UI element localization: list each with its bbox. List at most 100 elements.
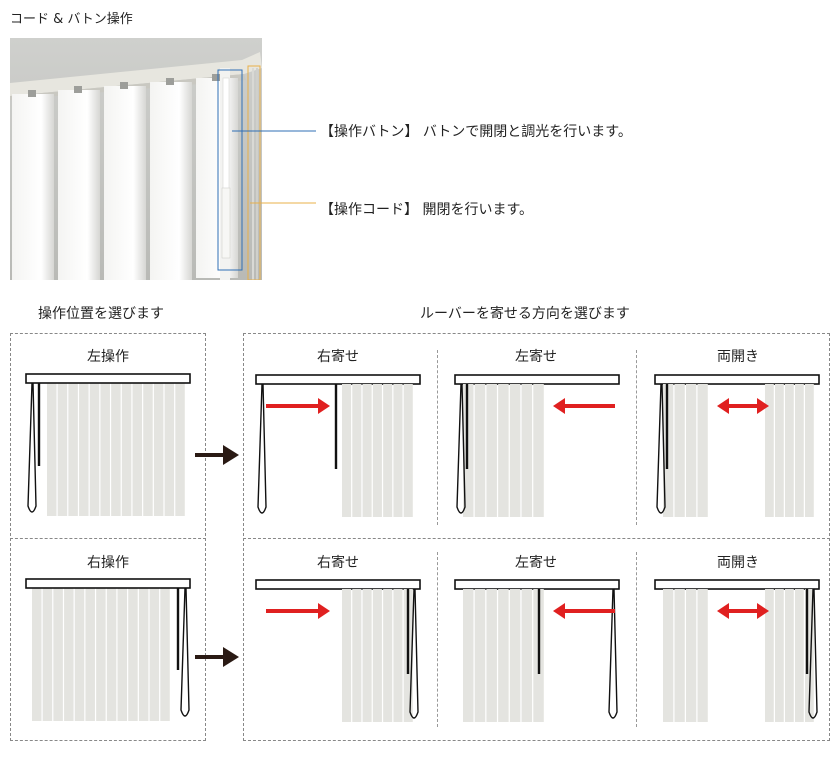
louver xyxy=(486,384,497,517)
callout-leaders xyxy=(232,130,316,204)
column-divider xyxy=(636,552,637,727)
louver xyxy=(149,588,160,721)
louver xyxy=(674,384,685,517)
louver xyxy=(53,588,63,721)
louver xyxy=(128,588,138,721)
position-panel xyxy=(10,333,206,741)
position-title-right: 右操作 xyxy=(87,555,129,571)
movement-arrowhead xyxy=(717,398,729,414)
cord-callout: 【操作コード】 開閉を行います。 xyxy=(320,202,534,218)
product-photo xyxy=(10,38,262,280)
movement-arrowhead xyxy=(553,603,565,619)
operation-cord xyxy=(656,383,666,514)
head-rail xyxy=(25,578,191,589)
photo-louver-hanger xyxy=(120,82,128,89)
louver xyxy=(498,589,509,722)
head-rail xyxy=(654,374,820,385)
position-title-left: 左操作 xyxy=(87,349,129,365)
direction-diagram xyxy=(454,374,620,517)
louver xyxy=(143,383,153,516)
louver xyxy=(64,588,74,721)
head-rail xyxy=(25,373,191,384)
louver xyxy=(138,588,149,721)
operation-cord xyxy=(608,588,618,719)
louver xyxy=(775,589,784,722)
head-rail xyxy=(255,579,421,590)
operation-cord xyxy=(456,383,466,514)
louver xyxy=(164,383,175,516)
operation-cord xyxy=(808,588,818,719)
head-rail xyxy=(255,374,421,385)
movement-arrowhead xyxy=(757,603,769,619)
louver xyxy=(785,589,794,722)
movement-arrowhead xyxy=(553,398,565,414)
louver xyxy=(79,383,89,516)
page-title: コード & バトン操作 xyxy=(10,12,133,27)
photo-louver xyxy=(150,82,192,280)
movement-arrowhead xyxy=(757,398,769,414)
louver xyxy=(765,384,774,517)
position-divider xyxy=(10,538,206,539)
direction-diagram xyxy=(255,374,421,517)
photo-louver-hanger xyxy=(28,90,36,97)
louver xyxy=(342,589,352,722)
head-rail xyxy=(454,579,620,590)
louver xyxy=(32,588,42,721)
louver xyxy=(795,384,804,517)
direction-title: 左寄せ xyxy=(515,555,557,571)
louver xyxy=(486,589,497,722)
louver xyxy=(111,383,121,516)
louver xyxy=(132,383,143,516)
operation-cord xyxy=(180,587,190,717)
louver xyxy=(47,383,57,516)
louver xyxy=(521,589,533,722)
louver xyxy=(352,384,362,517)
operation-cord xyxy=(27,382,37,513)
louver xyxy=(383,384,393,517)
movement-arrowhead xyxy=(318,398,330,414)
louver xyxy=(509,384,521,517)
louver xyxy=(509,589,521,722)
louver xyxy=(68,383,78,516)
louver xyxy=(362,384,372,517)
louver xyxy=(674,589,685,722)
louver xyxy=(463,384,474,517)
louver xyxy=(372,384,382,517)
louver xyxy=(765,589,774,722)
direction-diagram xyxy=(654,374,820,517)
louver xyxy=(805,589,814,722)
louver xyxy=(117,588,128,721)
louver xyxy=(342,384,352,517)
louver xyxy=(663,589,674,722)
baton-callout: 【操作バトン】 バトンで開閉と調光を行います。 xyxy=(320,124,632,140)
louver xyxy=(533,384,544,517)
head-rail xyxy=(654,579,820,590)
louver xyxy=(74,588,85,721)
direction-divider xyxy=(243,538,830,539)
photo-louver-hanger xyxy=(74,86,82,93)
louver xyxy=(160,588,170,721)
direction-diagram xyxy=(454,579,620,722)
louver xyxy=(521,384,533,517)
flow-arrowhead xyxy=(223,445,239,465)
louver xyxy=(805,384,814,517)
louver xyxy=(153,383,164,516)
photo-louver-hanger xyxy=(212,74,220,81)
louver xyxy=(175,383,185,516)
operation-cord xyxy=(409,588,419,719)
photo-louver xyxy=(12,94,54,280)
louver xyxy=(403,384,413,517)
louver xyxy=(362,589,372,722)
right-operation-diagram xyxy=(25,578,191,721)
direction-title: 左寄せ xyxy=(515,349,557,365)
column-divider xyxy=(437,350,438,525)
louver xyxy=(393,589,403,722)
louver xyxy=(42,588,53,721)
flow-arrowhead xyxy=(223,647,239,667)
section-position-heading: 操作位置を選びます xyxy=(38,306,164,322)
louver xyxy=(121,383,132,516)
left-operation-diagram xyxy=(25,373,191,516)
louver xyxy=(383,589,393,722)
louver xyxy=(498,384,509,517)
